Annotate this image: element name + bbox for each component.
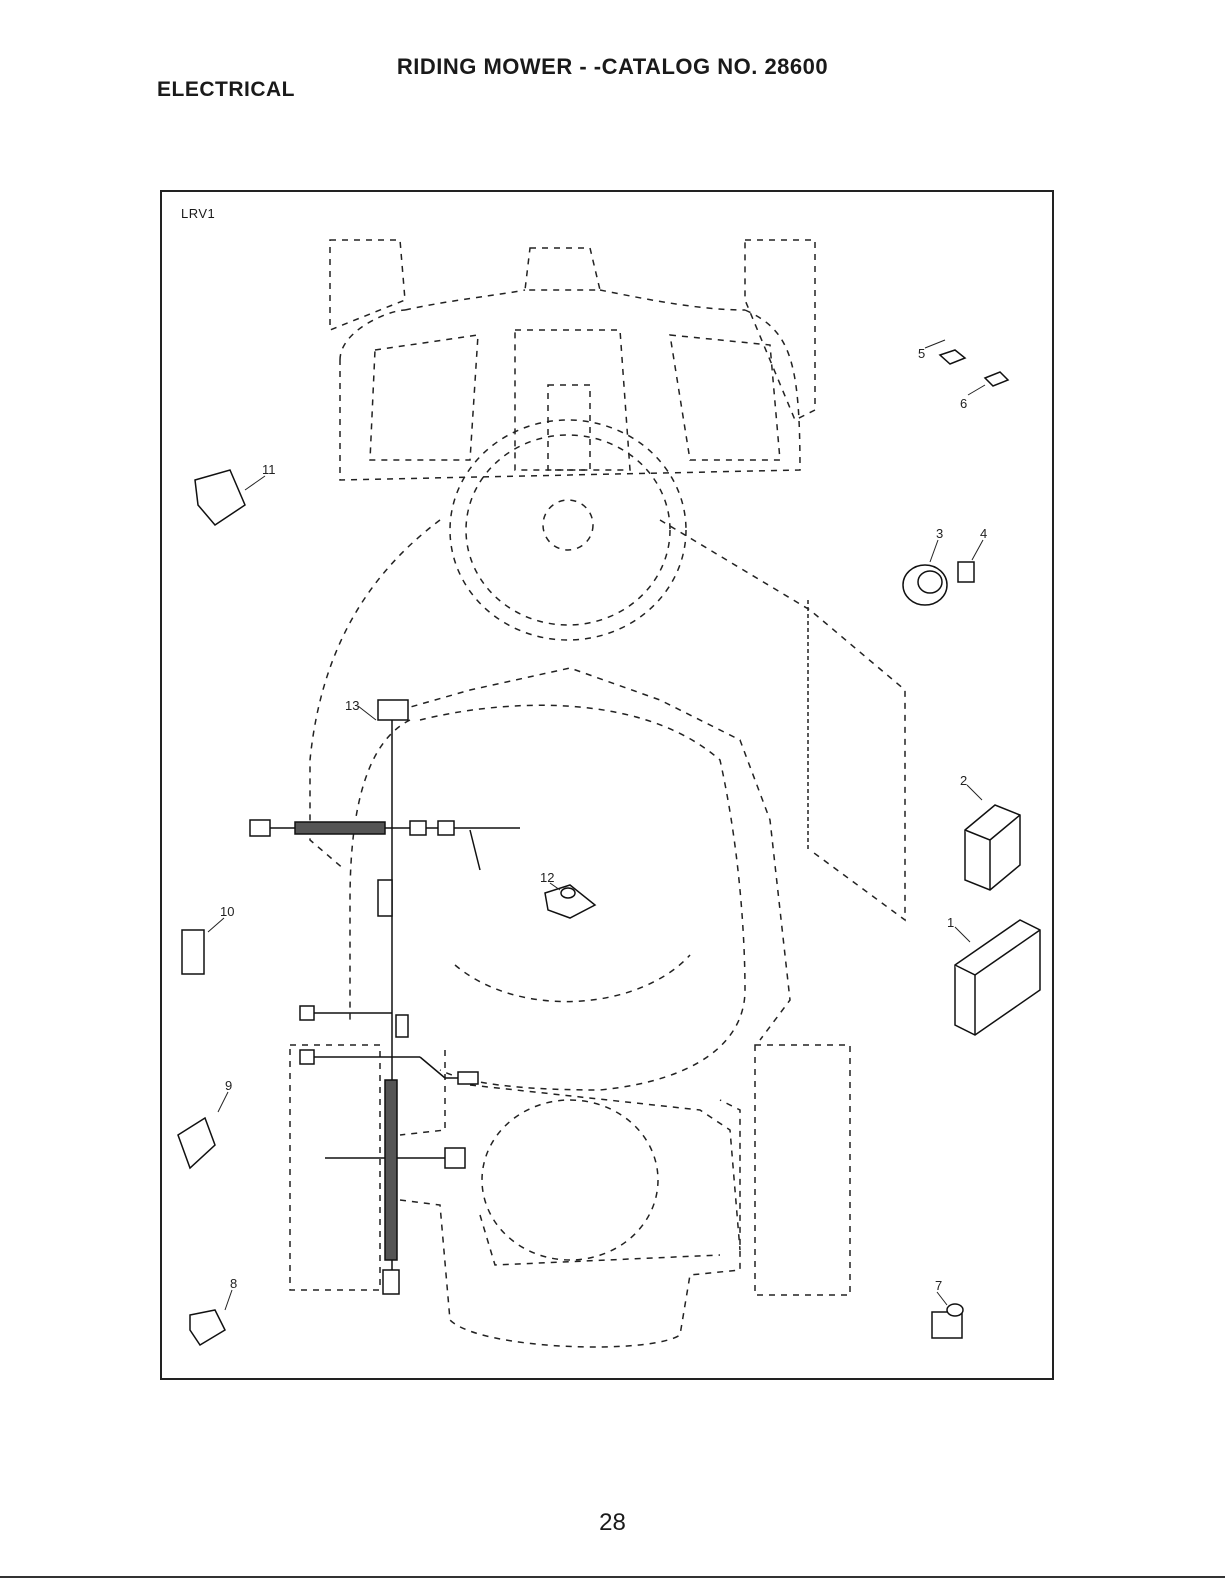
callout-numbers: 1 2 3 4 5 6 7 8 9 10 11 12 13: [220, 346, 987, 1293]
callout-3: 3: [936, 526, 943, 541]
callout-6: 6: [960, 396, 967, 411]
callout-7: 7: [935, 1278, 942, 1293]
wire-harness-connectors: [250, 700, 478, 1294]
callout-2: 2: [960, 773, 967, 788]
page-bottom-rule: [0, 1576, 1225, 1578]
callout-11: 11: [262, 462, 276, 477]
page-number: 28: [0, 1509, 1225, 1537]
tractor-outline: [290, 240, 905, 1347]
callout-12: 12: [540, 870, 554, 885]
callout-9: 9: [225, 1078, 232, 1093]
callout-13: 13: [345, 698, 359, 713]
callout-10: 10: [220, 904, 234, 919]
callout-8: 8: [230, 1276, 237, 1291]
callout-4: 4: [980, 526, 987, 541]
parts: [178, 350, 1040, 1345]
callout-1: 1: [947, 915, 954, 930]
callout-5: 5: [918, 346, 925, 361]
